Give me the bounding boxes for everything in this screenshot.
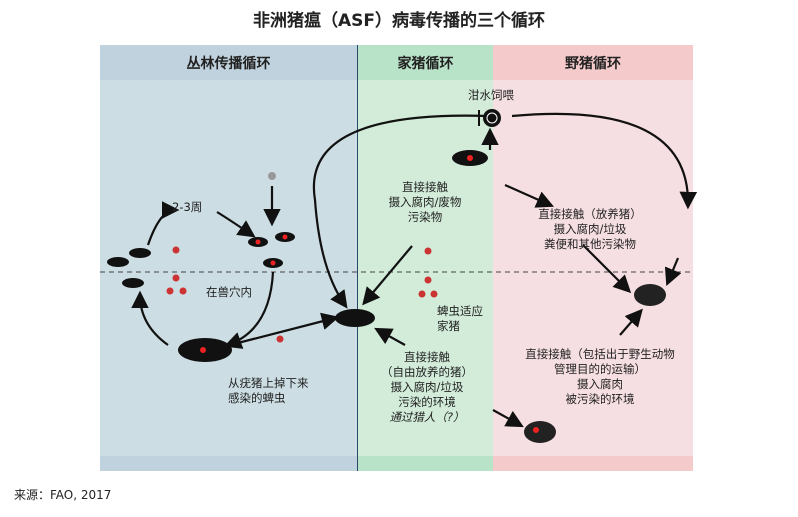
column-footer <box>493 456 693 471</box>
label-domestic-top: 直接接触摄入腐肉/废物污染物 <box>388 180 462 224</box>
label-ticks-drop: 从疣猪上掉下来感染的蜱虫 <box>228 376 309 405</box>
label-wild-top: 直接接触（放养猪）摄入腐肉/垃圾粪便和其他污染物 <box>538 207 642 251</box>
piglet-icon <box>122 278 144 288</box>
tick-icons <box>166 172 438 343</box>
piglet-icon <box>107 257 129 267</box>
label-tick-adapt: 蜱虫适应家猪 <box>437 304 483 333</box>
column-wild-boar: 野猪循环 <box>493 45 693 471</box>
pig-icons <box>107 150 666 443</box>
feeding-plate-icon <box>478 109 501 127</box>
diagram-title: 非洲猪瘟（ASF）病毒传播的三个循环 <box>252 11 545 31</box>
column-header-domestic: 家猪循环 <box>358 45 493 80</box>
domestic-pig-icon <box>335 309 375 327</box>
label-domestic-bottom: 直接接触（自由放养的猪）摄入腐肉/垃圾污染的环境通过猎人（?） <box>381 350 473 424</box>
infected-wild-boar-icon <box>524 421 556 443</box>
label-swill: 泔水饲喂 <box>468 88 514 102</box>
piglet-icon <box>129 248 151 258</box>
column-footer <box>358 456 493 471</box>
label-weeks: 2-3周 <box>172 200 203 214</box>
arrows <box>131 112 698 428</box>
wild-boar-icon <box>634 284 666 306</box>
column-footer <box>100 456 357 471</box>
column-header-wild-boar: 野猪循环 <box>493 45 693 80</box>
source-note: 来源：FAO, 2017 <box>14 488 112 502</box>
label-in-burrow: 在兽穴内 <box>206 285 252 299</box>
label-wild-bottom: 直接接触（包括出于野生动物管理目的的运输）摄入腐肉被污染的环境 <box>525 347 675 406</box>
column-header-sylvatic: 丛林传播循环 <box>100 45 357 80</box>
column-sylvatic: 丛林传播循环 <box>100 45 357 471</box>
